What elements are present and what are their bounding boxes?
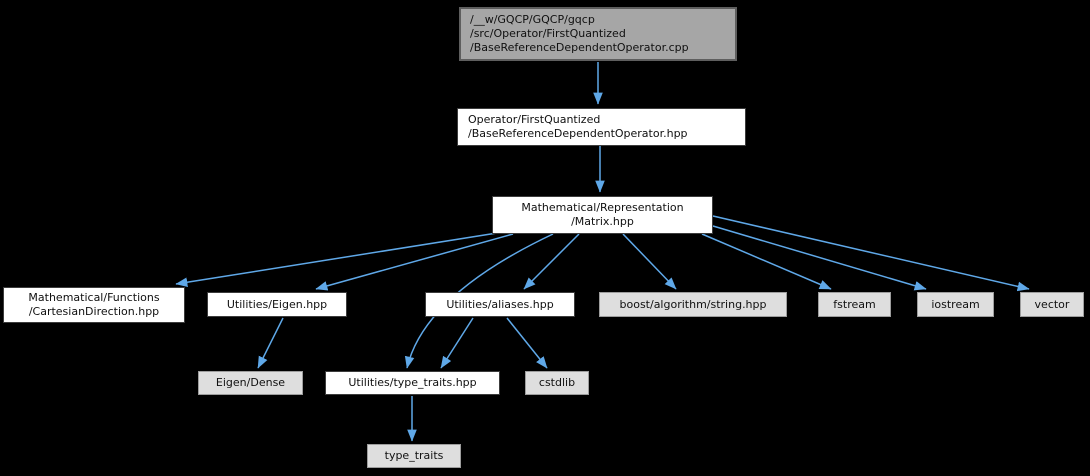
node-label: Utilities/aliases.hpp (446, 297, 554, 311)
node-boost-algorithm-string-hpp: boost/algorithm/string.hpp (599, 292, 787, 317)
node-utilities-type-traits-hpp[interactable]: Utilities/type_traits.hpp (325, 371, 500, 395)
node-label: Mathematical/Representation /Matrix.hpp (521, 201, 684, 228)
node-vector: vector (1020, 292, 1084, 317)
node-eigen-dense: Eigen/Dense (198, 371, 303, 395)
edge-aliases-hpp-to-type-traits-hpp (440, 317, 474, 369)
edge-matrix-hpp-to-boost-string (622, 233, 677, 290)
edge-eigen-hpp-to-eigen-dense (257, 317, 284, 369)
edge-matrix-hpp-to-cartesian-hpp (175, 232, 498, 287)
node-label: /__w/GQCP/GQCP/gqcp /src/Operator/FirstQ… (470, 13, 689, 54)
node-label: Mathematical/Functions /CartesianDirecti… (28, 291, 160, 318)
node-label: vector (1034, 297, 1070, 311)
node-label: Operator/FirstQuantized /BaseReferenceDe… (468, 113, 688, 140)
edge-matrix-hpp-to-vector (712, 215, 1030, 292)
node-label: Utilities/Eigen.hpp (226, 297, 328, 311)
node-utilities-eigen-hpp[interactable]: Utilities/Eigen.hpp (207, 292, 347, 317)
node-source-cpp: /__w/GQCP/GQCP/gqcp /src/Operator/FirstQ… (459, 7, 737, 61)
node-label: Eigen/Dense (215, 376, 286, 389)
node-label: iostream (931, 297, 980, 311)
node-type-traits: type_traits (367, 444, 461, 468)
node-label: cstdlib (538, 376, 576, 389)
edge-matrix-hpp-to-eigen-hpp (315, 233, 514, 291)
node-utilities-aliases-hpp[interactable]: Utilities/aliases.hpp (425, 292, 575, 317)
edge-matrix-hpp-to-fstream (701, 233, 832, 290)
node-label: boost/algorithm/string.hpp (619, 297, 767, 311)
node-label: Utilities/type_traits.hpp (348, 376, 477, 389)
node-cartesian-direction-hpp[interactable]: Mathematical/Functions /CartesianDirecti… (3, 287, 185, 323)
node-cstdlib: cstdlib (525, 371, 589, 395)
node-fstream: fstream (818, 292, 891, 317)
node-label: type_traits (384, 449, 444, 462)
edge-matrix-hpp-to-aliases-hpp (523, 233, 580, 290)
edge-matrix-hpp-to-iostream (712, 225, 927, 291)
node-matrix-hpp[interactable]: Mathematical/Representation /Matrix.hpp (492, 196, 713, 234)
node-base-reference-dependent-operator-hpp[interactable]: Operator/FirstQuantized /BaseReferenceDe… (457, 108, 746, 146)
node-iostream: iostream (917, 292, 994, 317)
edge-aliases-hpp-to-cstdlib (506, 317, 548, 369)
node-label: fstream (833, 297, 876, 311)
